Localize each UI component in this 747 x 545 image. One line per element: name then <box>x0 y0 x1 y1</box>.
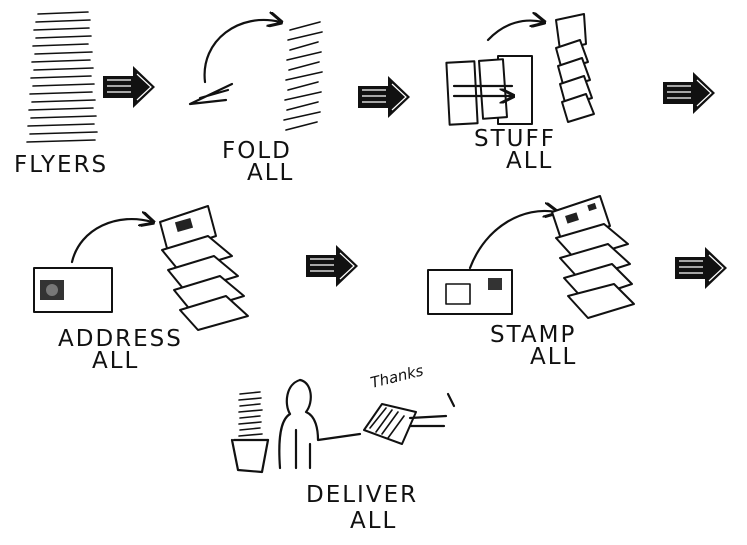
fold-label-line1: FOLD <box>222 138 292 164</box>
flow-arrow-icon <box>674 246 728 290</box>
stuff-step-icon <box>445 14 595 126</box>
stuff-label-line1: STUFF <box>474 126 556 152</box>
stamp-label-line2: ALL <box>530 344 577 370</box>
deliver-label-line1: DELIVER <box>306 482 418 508</box>
stamp-label-line1: STAMP <box>490 322 576 348</box>
deliver-step-icon <box>230 378 456 474</box>
stamp-step-icon <box>427 195 635 319</box>
address-step-icon <box>33 205 249 331</box>
address-label-line1: ADDRESS <box>58 326 183 352</box>
thanks-speech-text: Thanks <box>369 361 426 392</box>
address-label-line2: ALL <box>92 348 139 374</box>
flow-arrow-icon <box>102 65 156 109</box>
flow-arrow-icon <box>662 71 716 115</box>
flyers-stack-icon <box>26 11 98 143</box>
fold-label-line2: ALL <box>247 160 294 186</box>
flyers-label: FLYERS <box>14 152 108 178</box>
flow-arrow-icon <box>357 75 411 119</box>
deliver-label-line2: ALL <box>350 508 397 534</box>
flow-arrow-icon <box>305 244 359 288</box>
fold-step-icon <box>188 20 323 131</box>
stuff-label-line2: ALL <box>506 148 553 174</box>
